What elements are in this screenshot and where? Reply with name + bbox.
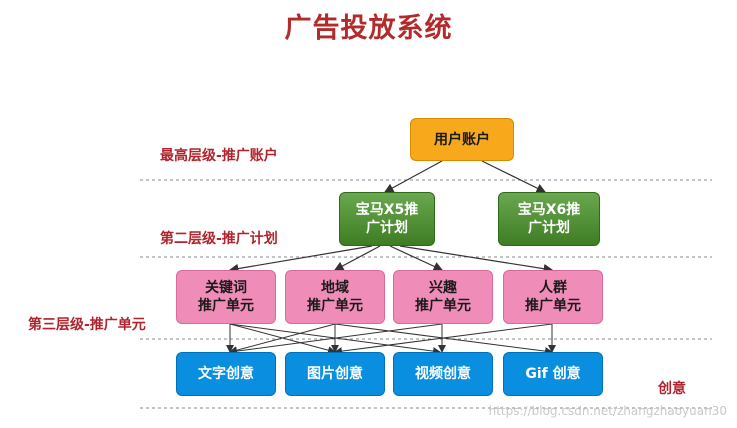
plan-node-x6[interactable]: 宝马X6推 广计划 — [498, 192, 600, 246]
plan-node-x5[interactable]: 宝马X5推 广计划 — [339, 192, 435, 246]
creative-node-image[interactable]: 图片创意 — [285, 352, 385, 396]
unit-node-region[interactable]: 地域 推广单元 — [285, 270, 385, 324]
creative-node-label: 图片创意 — [307, 366, 363, 382]
unit-node-label: 地域 — [321, 280, 349, 296]
unit-node-audience[interactable]: 人群 推广单元 — [503, 270, 603, 324]
watermark: https://blog.csdn.net/zhangzhaoyuan30 — [488, 404, 727, 418]
connector-arrow — [229, 323, 336, 355]
unit-node-label: 推广单元 — [525, 298, 581, 314]
connector-arrow — [333, 245, 381, 271]
unit-node-keyword[interactable]: 关键词 推广单元 — [176, 270, 276, 324]
creative-node-label: 视频创意 — [415, 366, 471, 382]
connector-arrow — [334, 323, 553, 356]
creative-node-label: Gif 创意 — [525, 366, 581, 382]
level-label-creative: 创意 — [658, 381, 686, 397]
connector-arrow — [229, 323, 443, 356]
unit-node-label: 推广单元 — [198, 298, 254, 314]
connector-arrow — [228, 245, 373, 274]
diagram-title: 广告投放系统 — [284, 13, 453, 44]
plan-node-label: 宝马X5推 — [355, 202, 419, 218]
creative-node-video[interactable]: 视频创意 — [393, 352, 493, 396]
plan-node-label: 宝马X6推 — [517, 202, 581, 218]
unit-node-label: 关键词 — [205, 280, 247, 296]
unit-node-label: 推广单元 — [307, 298, 363, 314]
unit-node-label: 推广单元 — [415, 298, 471, 314]
connector-arrow — [481, 160, 547, 193]
account-node-label: 用户账户 — [434, 131, 490, 148]
level-label-second: 第二层级-推广计划 — [160, 231, 278, 247]
level-label-top: 最高层级-推广账户 — [160, 148, 278, 164]
account-node[interactable]: 用户账户 — [410, 118, 514, 161]
unit-node-label: 兴趣 — [429, 280, 457, 296]
connector-arrow — [399, 245, 554, 274]
plan-node-label: 广计划 — [365, 220, 408, 236]
level-label-third: 第三层级-推广单元 — [28, 317, 146, 333]
unit-node-label: 人群 — [539, 280, 567, 296]
connector-arrow — [389, 245, 444, 271]
plan-node-label: 广计划 — [527, 220, 570, 236]
creative-node-label: 文字创意 — [198, 366, 254, 382]
connector-arrow — [383, 160, 443, 193]
unit-node-interest[interactable]: 兴趣 推广单元 — [393, 270, 493, 324]
creative-node-text[interactable]: 文字创意 — [176, 352, 276, 396]
creative-node-gif[interactable]: Gif 创意 — [503, 352, 603, 396]
